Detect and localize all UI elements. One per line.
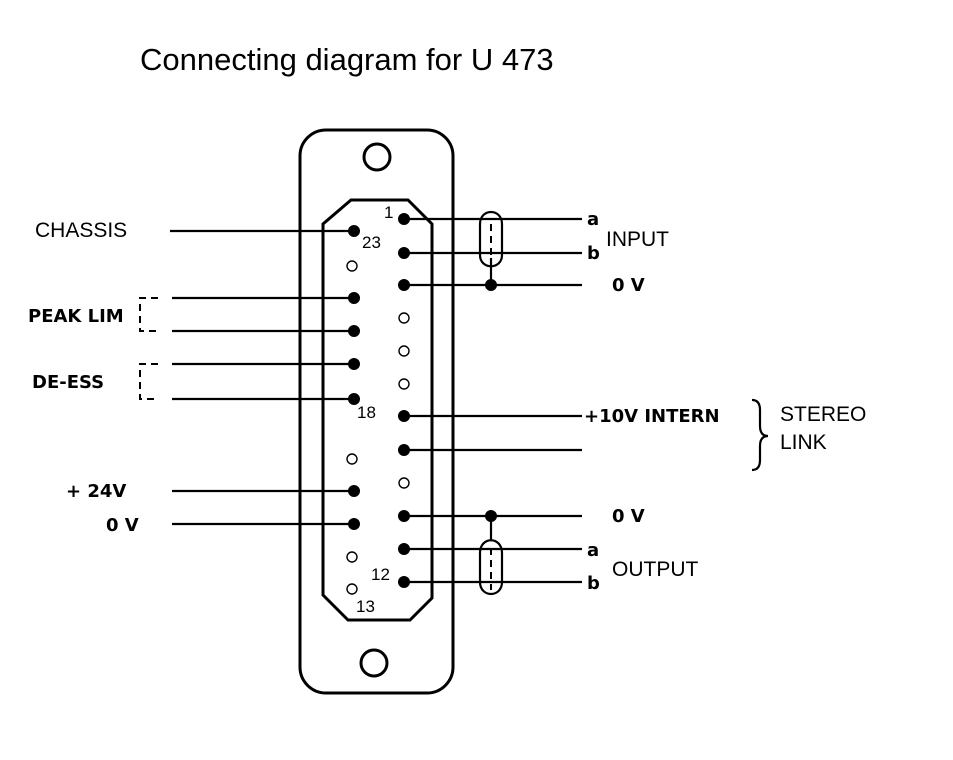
pin-5 <box>398 345 410 357</box>
pin-number-18: 18 <box>357 403 376 422</box>
stereo-link-brace <box>751 398 769 472</box>
stereo-label: STEREO <box>780 403 866 426</box>
chassis-label: CHASSIS <box>35 219 127 242</box>
de-ess-label: DE-ESS <box>32 372 104 393</box>
right-pin-column <box>398 213 410 588</box>
input-0v-label: 0 V <box>612 275 645 296</box>
input-shield-junction <box>485 279 497 291</box>
plus-10v-intern-label: +10V INTERN <box>584 406 720 427</box>
output-label: OUTPUT <box>612 558 699 581</box>
diagram-title: Connecting diagram for U 473 <box>140 42 554 77</box>
de-ess-bridge <box>139 363 158 400</box>
pin-9 <box>398 477 410 489</box>
input-a-label: a <box>587 209 599 230</box>
mounting-hole-bottom <box>359 648 389 678</box>
mounting-hole-top <box>362 142 392 172</box>
connector-body <box>321 198 434 622</box>
zero-v-left-label: 0 V <box>106 515 139 536</box>
pin-13 <box>346 583 358 595</box>
pin-number-23: 23 <box>362 233 381 252</box>
output-b-label: b <box>587 573 600 594</box>
pin-22 <box>346 260 358 272</box>
input-shield-loop <box>478 210 504 268</box>
input-b-label: b <box>587 243 600 264</box>
pin-number-12: 12 <box>371 565 390 584</box>
pin-4 <box>398 312 410 324</box>
pin-number-13: 13 <box>356 597 375 616</box>
output-shield-loop <box>478 539 504 596</box>
pin-6 <box>398 378 410 390</box>
output-0v-label: 0 V <box>612 506 645 527</box>
peak-lim-bridge <box>139 297 158 332</box>
pin-17 <box>346 453 358 465</box>
input-label: INPUT <box>606 228 669 251</box>
link-label: LINK <box>780 431 827 454</box>
plus-24v-label: + 24V <box>66 481 126 502</box>
output-a-label: a <box>587 540 599 561</box>
pin-14 <box>346 551 358 563</box>
connector-shell <box>298 128 455 695</box>
peak-lim-label: PEAK LIM <box>28 306 124 327</box>
pin-number-1: 1 <box>384 203 393 222</box>
